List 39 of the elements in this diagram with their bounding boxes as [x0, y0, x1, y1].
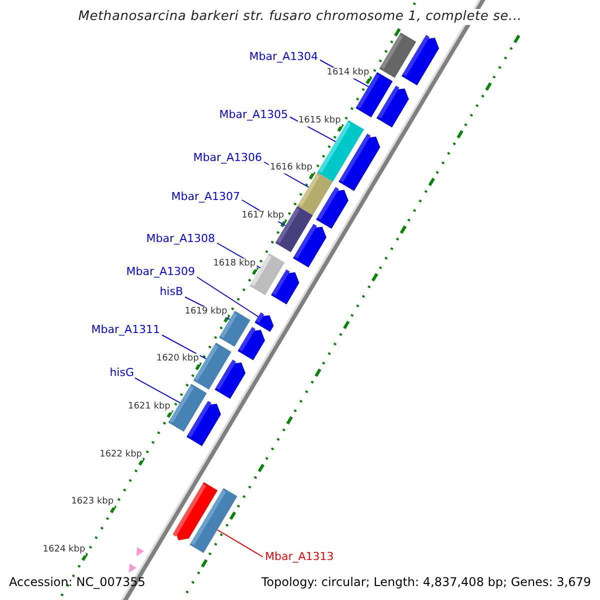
- gene-feature: [254, 312, 274, 332]
- gene-label: hisB: [160, 285, 183, 299]
- footer-text: Topology: circular; Length: 4,837,408 bp; Genes: 3,679: [261, 575, 591, 590]
- gene-feature: [190, 488, 238, 553]
- scale-tick-label: 1619 kbp: [184, 306, 228, 317]
- gene-feature: [338, 134, 380, 191]
- scale-tick-label: 1615 kbp: [297, 115, 342, 126]
- leader-line: [134, 378, 181, 404]
- scale-tick-label: 1624 kbp: [42, 544, 86, 556]
- gene-feature: [238, 326, 265, 360]
- scale-tick-label: 1616 kbp: [268, 162, 314, 174]
- gene-label: Mbar_A1304: [249, 50, 318, 64]
- scale-tick-label: 1617 kbp: [240, 210, 285, 222]
- gene-feature: [402, 34, 440, 86]
- gene-label: hisG: [110, 366, 134, 380]
- leader-line: [162, 334, 207, 360]
- gene-label: Mbar_A1308: [146, 232, 215, 246]
- gene-feature: [316, 186, 348, 229]
- scale-tick-label: 1621 kbp: [126, 401, 172, 412]
- title: Methanosarcina barkeri str. fusaro chromosome 1, complete se...: [78, 9, 522, 25]
- gene-label: Mbar_A1306: [193, 151, 262, 165]
- gene-feature: [214, 360, 246, 399]
- scale-tick-label: 1618 kbp: [212, 258, 257, 270]
- gene-feature: [293, 224, 326, 268]
- gene-feature: [376, 86, 409, 128]
- leader-line: [196, 276, 259, 318]
- scale-tick-label: 1614 kbp: [326, 68, 370, 78]
- gene-label: Mbar_A1305: [219, 108, 288, 122]
- leader-line: [216, 529, 264, 558]
- gene-label: Mbar_A1313: [265, 550, 334, 564]
- gene-feature: [186, 400, 221, 446]
- gene-feature: [271, 269, 300, 304]
- gene-label: Mbar_A1311: [91, 323, 160, 337]
- scale-tick-label: 1622 kbp: [98, 449, 143, 460]
- scale-tick-label: 1620 kbp: [155, 354, 200, 365]
- gene-label: Mbar_A1307: [171, 190, 240, 204]
- scale-tick-label: 1623 kbp: [70, 496, 115, 508]
- gene-label: Mbar_A1309: [126, 265, 195, 279]
- footer-text: Accession: NC_007355: [9, 575, 146, 590]
